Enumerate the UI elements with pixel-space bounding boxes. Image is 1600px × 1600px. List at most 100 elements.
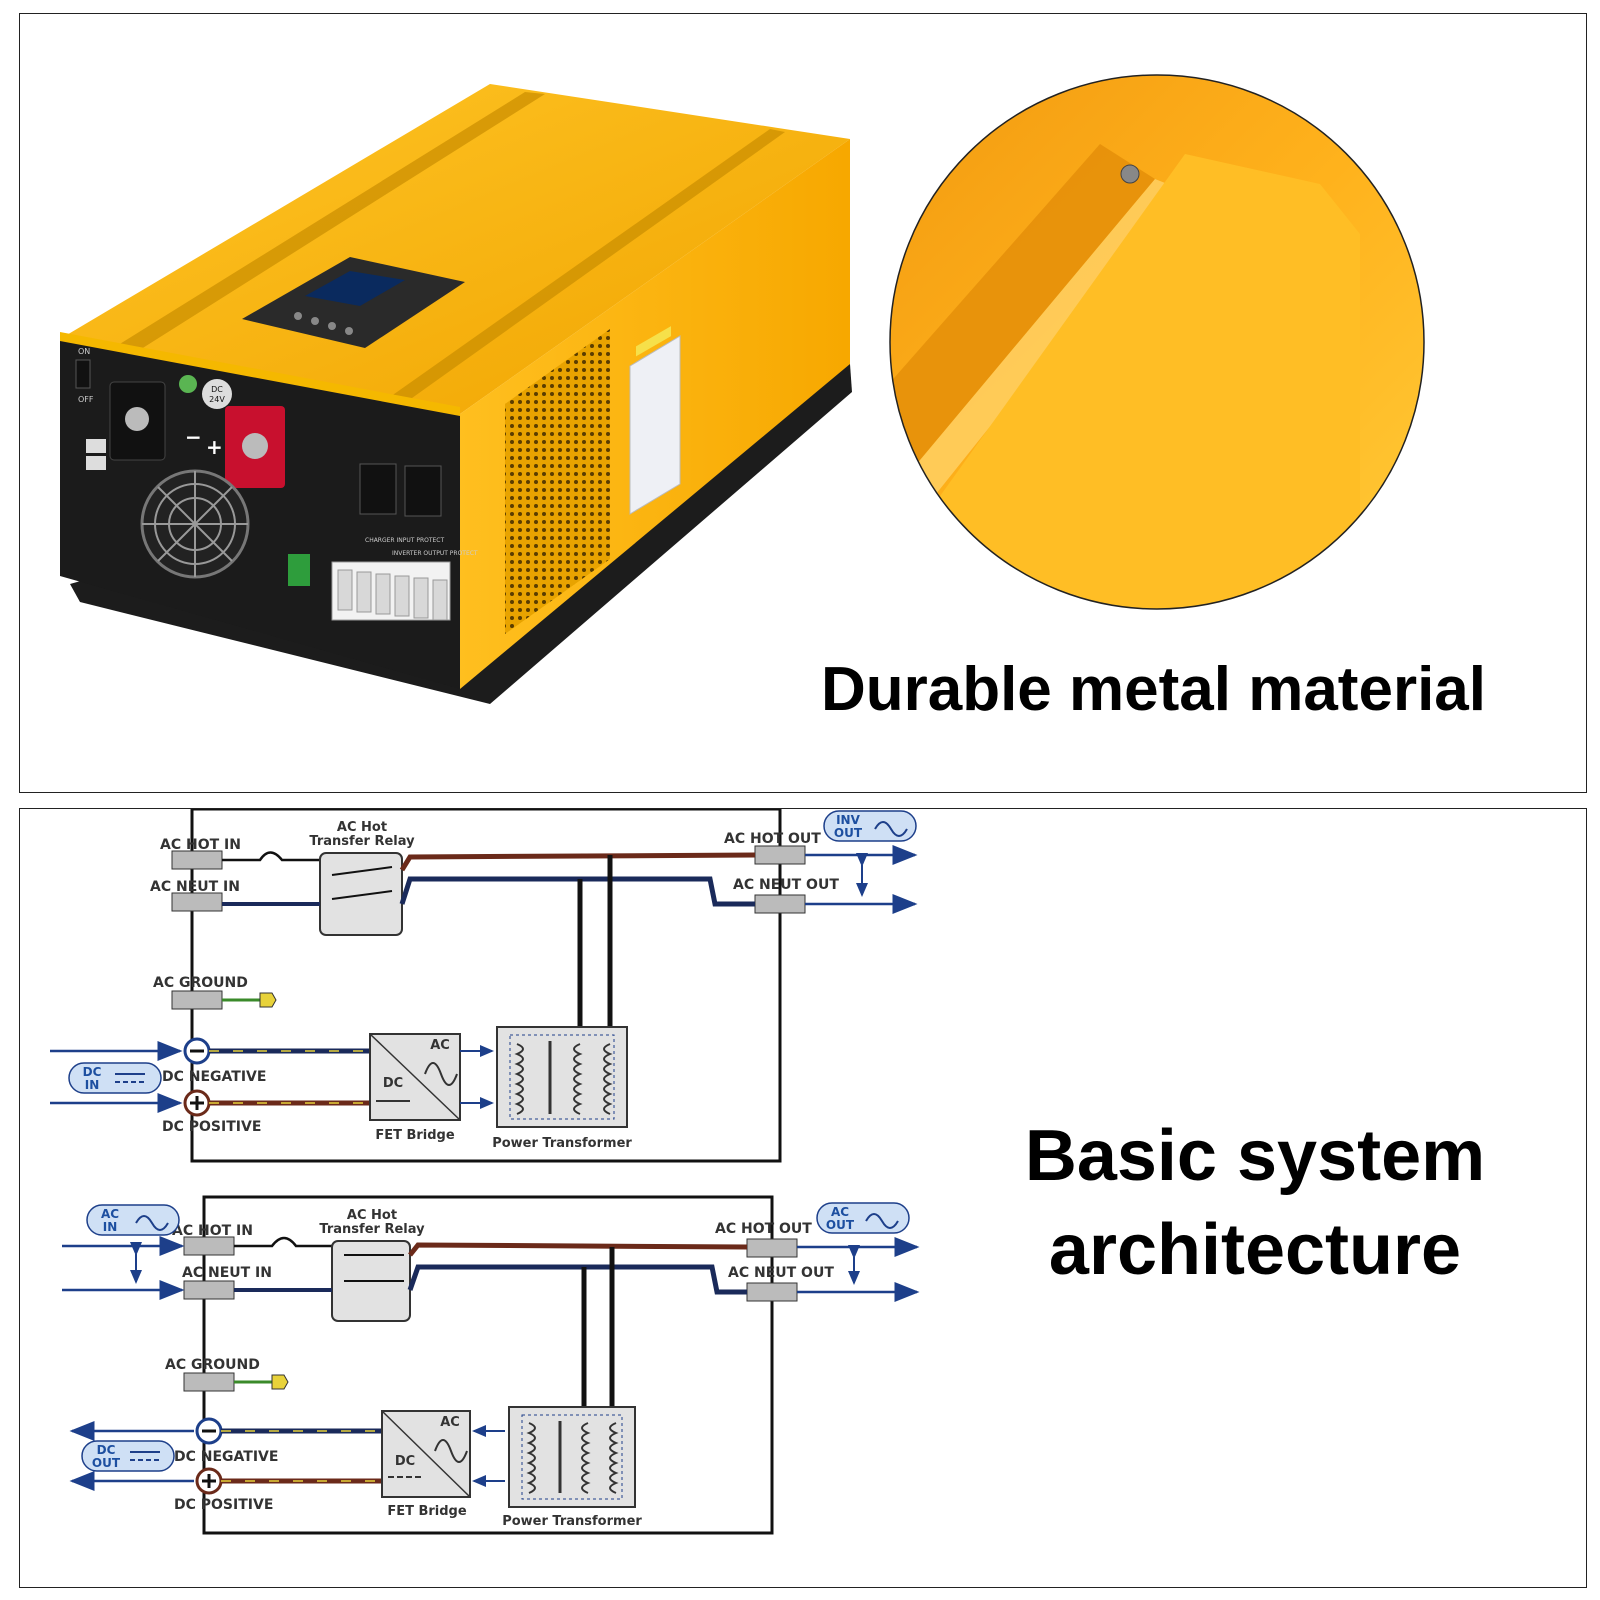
label-ac-neut-out: AC NEUT OUT: [733, 877, 839, 893]
switch-on-label: ON: [78, 347, 90, 356]
ac-hot-in-terminal: [183, 1236, 235, 1256]
ac-hot-out-terminal: [746, 1238, 798, 1258]
control-button: [345, 327, 353, 335]
neutral-output-wire: [399, 876, 755, 907]
inv-out-bottom: OUT: [834, 826, 863, 840]
terminal-slot: [432, 579, 448, 621]
fan-guard: [157, 486, 233, 562]
minus-sign: −: [185, 425, 202, 449]
front-trim: [60, 332, 460, 416]
inverter-protect-label: INVERTER OUTPUT PROTECT: [392, 550, 478, 557]
control-button: [328, 322, 336, 330]
ground-symbol-icon: [259, 992, 277, 1008]
plus-sign: +: [206, 435, 223, 459]
label-power-transformer: Power Transformer: [492, 1136, 632, 1151]
label-relay-line1: AC Hot: [337, 820, 387, 835]
spec-label: [629, 335, 681, 515]
zoom-detail: [890, 75, 1424, 609]
caption-line-2: architecture: [1048, 1210, 1462, 1290]
ac-out-bottom: OUT: [826, 1218, 855, 1232]
transfer-relay: [319, 852, 403, 936]
secondary-coil: [573, 1043, 583, 1115]
terminal-bolt: [242, 433, 268, 459]
secondary-coil: [603, 1043, 613, 1115]
label-ac-neut-out: AC NEUT OUT: [728, 1265, 834, 1281]
label-dc-negative: DC NEGATIVE: [162, 1069, 266, 1085]
zoom-panel-face: [920, 154, 1360, 609]
dc-out-bottom: OUT: [92, 1456, 121, 1470]
fuse: [222, 851, 320, 862]
caption-durable-material: Durable metal material: [820, 655, 1486, 724]
ac-ground-terminal: [183, 1372, 235, 1392]
label-power-transformer: Power Transformer: [502, 1514, 642, 1529]
lcd-screen: [305, 271, 405, 306]
label-ac-neut-in: AC NEUT IN: [150, 879, 240, 895]
transformer-flux: [509, 1034, 615, 1120]
primary-coil: [514, 1043, 524, 1115]
sine-wave-icon: [874, 821, 908, 837]
dc-label: DC: [211, 385, 223, 394]
charger-breaker: [359, 463, 397, 515]
vent-grille: [505, 329, 610, 634]
hot-output-wire: [399, 852, 756, 872]
secondary-coil: [609, 1422, 619, 1494]
charger-protect-label: CHARGER INPUT PROTECT: [365, 537, 444, 544]
label-dc-negative: DC NEGATIVE: [174, 1449, 278, 1465]
control-button: [311, 317, 319, 325]
voltage-label: 24V: [209, 395, 225, 404]
diagram-charger-mode: AC HOT IN AC NEUT IN AC GROUND AC HOT OU…: [62, 1195, 920, 1535]
ac-out-top: AC: [831, 1205, 849, 1219]
ethernet-port: [86, 439, 106, 453]
terminal-slot: [394, 575, 410, 617]
control-button: [294, 312, 302, 320]
label-ac-ground: AC GROUND: [153, 975, 248, 991]
ac-neut-in-terminal: [183, 1280, 235, 1300]
product-photo-panel: ON OFF − + DC 24V CHARGER INPUT PROTECT …: [19, 13, 1587, 793]
ac-neut-in-terminal: [171, 892, 223, 912]
terminal-slot: [413, 577, 429, 619]
housing-top: [60, 84, 850, 414]
relay-contact: [331, 890, 393, 900]
fet-divider: [381, 1410, 471, 1498]
label-ac-hot-in: AC HOT IN: [172, 1223, 253, 1239]
ac-wave-icon: [434, 1439, 468, 1463]
ground-symbol-icon: [271, 1374, 289, 1390]
zoom-screw: [1120, 164, 1140, 184]
ac-in-bottom: IN: [103, 1220, 118, 1234]
label-ac-hot-out: AC HOT OUT: [724, 831, 821, 847]
system-architecture-diagrams: AC HOT IN AC NEUT IN AC GROUND AC HOT OU…: [50, 809, 920, 1535]
neutral-output-wire: [407, 1264, 747, 1295]
label-ac-ground: AC GROUND: [165, 1357, 260, 1373]
terminal-slot: [375, 573, 391, 615]
label-relay-line2: Transfer Relay: [319, 1222, 425, 1237]
dc-voltage-badge: [202, 379, 232, 409]
transformer-flux: [521, 1414, 623, 1500]
primary-coil: [526, 1422, 536, 1494]
label-relay-line1: AC Hot: [347, 1208, 397, 1223]
fuse: [234, 1236, 332, 1248]
sine-wave-icon: [135, 1215, 169, 1231]
fet-dc-label: DC: [383, 1076, 403, 1091]
ac-ground-terminal: [171, 990, 223, 1010]
label-fet-bridge: FET Bridge: [375, 1128, 455, 1143]
diagram-inverter-mode: AC HOT IN AC NEUT IN AC GROUND AC HOT OU…: [50, 809, 918, 1163]
inverter-breaker: [404, 465, 442, 517]
sine-wave-icon: [865, 1213, 899, 1229]
terminal-slot: [337, 569, 353, 611]
caption-line-1: Basic system: [1024, 1116, 1486, 1196]
dc-in-top: DC: [83, 1065, 102, 1079]
label-relay-line2: Transfer Relay: [309, 834, 415, 849]
fet-divider: [369, 1033, 461, 1121]
ethernet-port: [86, 456, 106, 470]
dc-in-badge: [68, 1062, 162, 1094]
hot-output-wire: [408, 1242, 748, 1257]
label-ac-neut-in: AC NEUT IN: [182, 1265, 272, 1281]
eco-badge: [179, 375, 197, 393]
enclosure-outline: [190, 809, 782, 1163]
dc-in-bottom: IN: [85, 1078, 100, 1092]
enclosure-outline: [202, 1195, 774, 1535]
housing-ridge: [380, 129, 785, 408]
ac-hot-out-terminal: [754, 845, 806, 865]
dc-out-badge: [81, 1440, 175, 1472]
terminal-slot: [356, 571, 372, 613]
